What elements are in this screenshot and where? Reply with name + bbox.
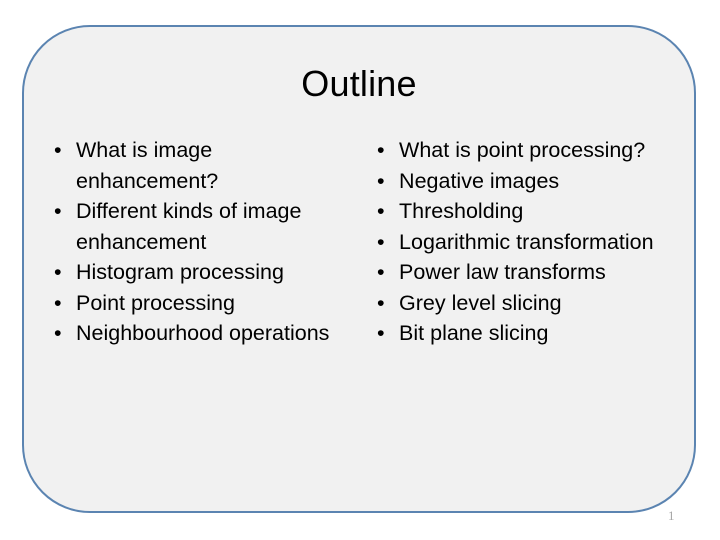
page-number: 1 [668, 508, 675, 523]
bullet-icon: • [54, 199, 62, 223]
list-item: • Histogram processing [48, 257, 358, 288]
bullet-icon: • [54, 138, 62, 162]
bullet-icon: • [54, 290, 62, 315]
bullet-icon: • [377, 168, 385, 193]
right-bullet-list: • What is point processing? • Negative i… [369, 135, 694, 349]
list-item-label: Negative images [399, 168, 560, 193]
slide-container: Outline • What is image enhancement? • D… [22, 25, 696, 513]
left-column: • What is image enhancement? • Different… [24, 135, 358, 349]
list-item: • Logarithmic transformation [369, 227, 694, 258]
list-item-label: Grey level slicing [399, 290, 562, 315]
bullet-icon: • [377, 260, 385, 284]
list-item-label: What is image enhancement? [76, 138, 219, 193]
list-item-label: Logarithmic transformation [399, 229, 654, 254]
bullet-icon: • [54, 260, 62, 284]
list-item-label: Histogram processing [76, 260, 284, 284]
list-item: • Negative images [369, 166, 694, 197]
left-bullet-list: • What is image enhancement? • Different… [48, 135, 358, 349]
list-item: • Power law transforms [369, 257, 694, 288]
bullet-icon: • [377, 138, 385, 162]
outline-columns: • What is image enhancement? • Different… [24, 135, 694, 349]
bullet-icon: • [54, 321, 62, 345]
page-title: Outline [301, 63, 417, 104]
list-item-label: Point processing [76, 290, 235, 315]
list-item-label: Thresholding [399, 199, 524, 223]
list-item: • Neighbourhood operations [48, 318, 358, 349]
list-item-label: Power law transforms [399, 260, 606, 284]
list-item-label: Bit plane slicing [399, 321, 549, 345]
bullet-icon: • [377, 321, 385, 345]
list-item: • Thresholding [369, 196, 694, 227]
list-item: • What is point processing? [369, 135, 694, 166]
list-item: • Bit plane slicing [369, 318, 694, 349]
list-item-label: What is point processing? [399, 138, 646, 162]
list-item-label: Different kinds of image enhancement [76, 199, 302, 254]
right-column: • What is point processing? • Negative i… [358, 135, 694, 349]
list-item: • Grey level slicing [369, 288, 694, 319]
list-item-label: Neighbourhood operations [76, 321, 330, 345]
bullet-icon: • [377, 290, 385, 315]
bullet-icon: • [377, 229, 385, 254]
bullet-icon: • [377, 199, 385, 223]
list-item: • What is image enhancement? [48, 135, 358, 196]
list-item: • Different kinds of image enhancement [48, 196, 358, 257]
list-item: • Point processing [48, 288, 358, 319]
